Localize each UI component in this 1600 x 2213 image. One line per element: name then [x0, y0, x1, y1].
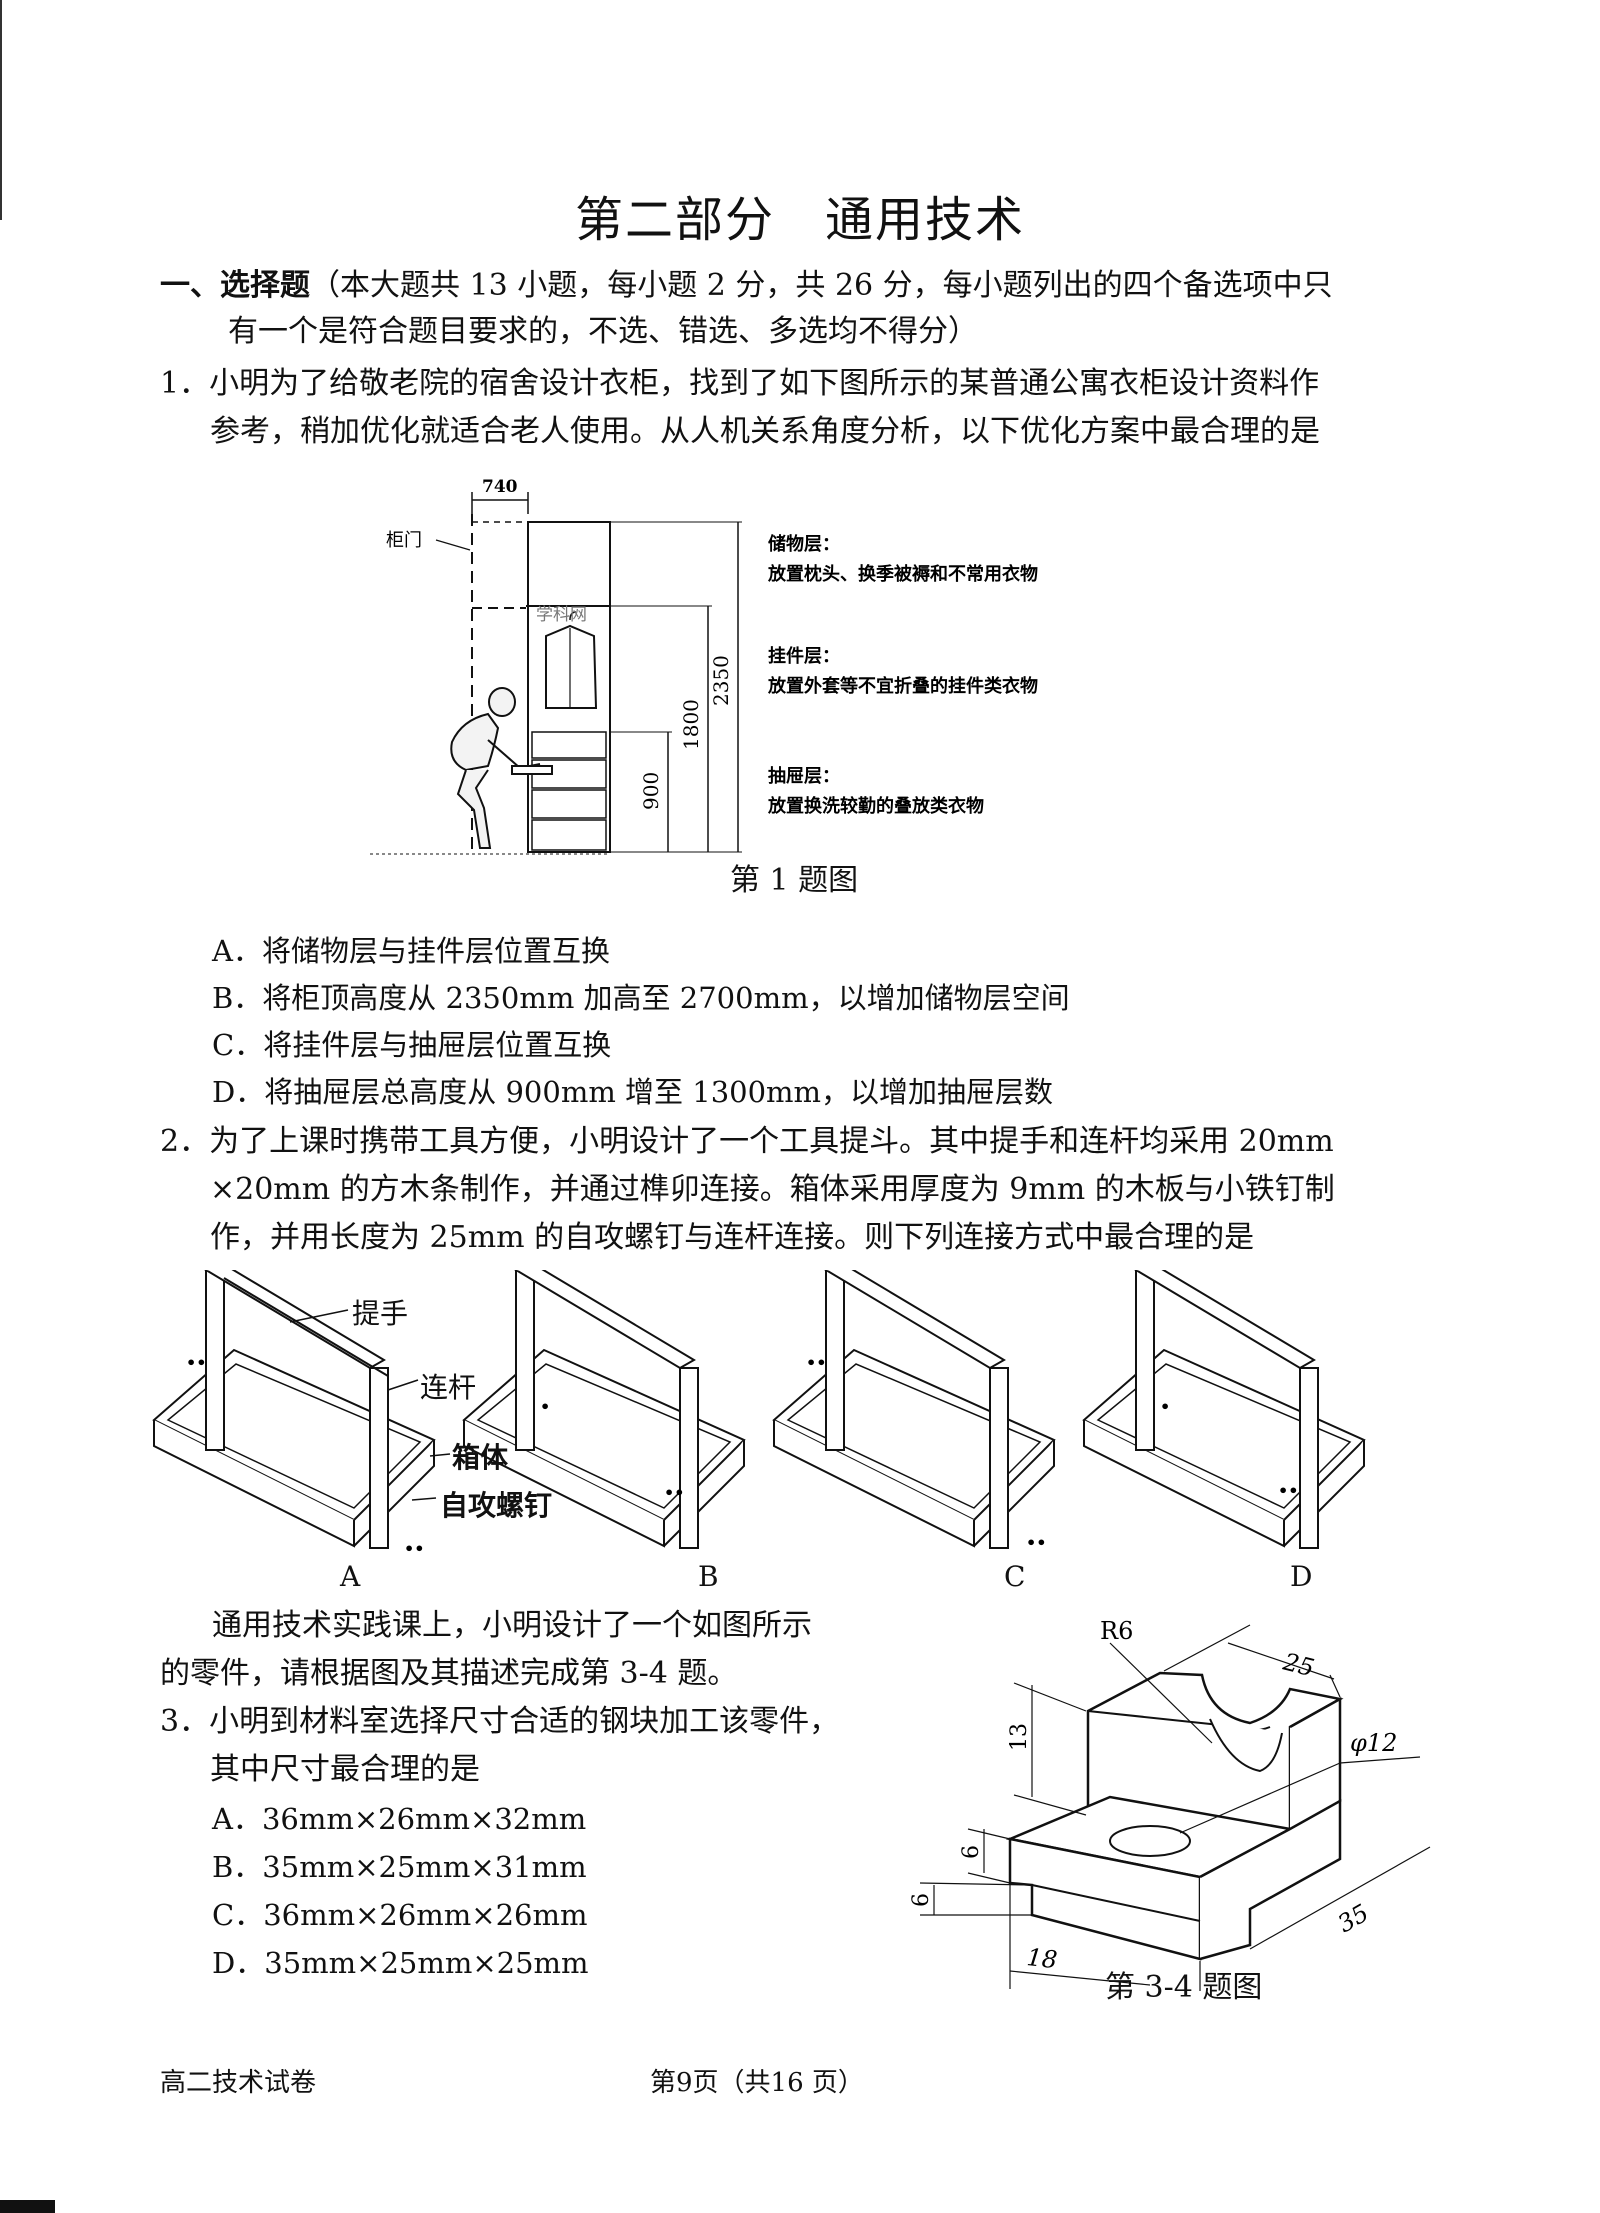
q1-figure-caption: 第 1 题图 [730, 863, 859, 898]
q1-option-d: D．将抽屉层总高度从 900mm 增至 1300mm，以增加抽屉层数 [212, 1075, 1054, 1109]
label-box: 箱体 [452, 1441, 509, 1474]
q2-stem-line3: 作，并用长度为 25mm 的自攻螺钉与连杆连接。则下列连接方式中最合理的是 [210, 1220, 1255, 1255]
q1-stem-line2: 参考，稍加优化就适合老人使用。从人机关系角度分析，以下优化方案中最合理的是 [210, 414, 1320, 449]
intro34-line2: 的零件，请根据图及其描述完成第 3-4 题。 [160, 1656, 738, 1691]
svg-text:••: •• [1278, 1481, 1298, 1500]
q1-option-a: A．将储物层与挂件层位置互换 [212, 934, 610, 968]
q1-option-c: C．将挂件层与抽屉层位置互换 [212, 1028, 612, 1062]
toolbox-d: • •• [1083, 1270, 1365, 1549]
door-label: 柜门 [386, 530, 422, 551]
dim-6-upper: 6 [959, 1845, 984, 1859]
choice-c: C [1004, 1560, 1026, 1593]
svg-text:••: •• [1026, 1533, 1046, 1552]
svg-text:•: • [1160, 1397, 1170, 1416]
hanging-layer-desc: 放置外套等不宜折叠的挂件类衣物 [767, 675, 1038, 697]
drawer-layer-desc: 放置换洗较勤的叠放类衣物 [767, 795, 984, 817]
dim-phi12: φ12 [1350, 1729, 1397, 1757]
q3-option-d: D．35mm×25mm×25mm [212, 1946, 589, 1980]
label-handle: 提手 [352, 1297, 409, 1330]
storage-layer-desc: 放置枕头、换季被褥和不常用衣物 [767, 563, 1038, 585]
intro34-line1: 通用技术实践课上，小明设计了一个如图所示 [212, 1608, 812, 1643]
label-rod: 连杆 [420, 1371, 477, 1404]
section-instructions-1: （本大题共 13 小题，每小题 2 分，共 26 分，每小题列出的四个备选项中只 [310, 268, 1333, 303]
label-screw: 自攻螺钉 [440, 1489, 553, 1522]
toolbox-a: •• •• [153, 1270, 435, 1558]
watermark-text: 学科网 [536, 605, 587, 625]
storage-layer-title: 储物层： [767, 533, 840, 555]
part-figure: R6 25 13 φ12 6 6 35 18 [910, 1617, 1431, 1991]
dim-18: 18 [1025, 1943, 1058, 1974]
section-heading-line1: 一、选择题（本大题共 13 小题，每小题 2 分，共 26 分，每小题列出的四个… [160, 262, 1333, 310]
dim-6-lower: 6 [910, 1893, 934, 1907]
person-icon [450, 687, 553, 849]
footer-exam-name: 高二技术试卷 [160, 2068, 317, 2098]
q1-stem-line1: 1．小明为了给敬老院的宿舍设计衣柜，找到了如下图所示的某普通公寓衣柜设计资料作 [160, 366, 1320, 401]
q3-option-a: A．36mm×26mm×32mm [212, 1802, 587, 1836]
drawer-layer-title: 抽屉层： [768, 765, 840, 787]
q3-stem-line2: 其中尺寸最合理的是 [210, 1752, 480, 1787]
q3-stem-line1: 3．小明到材料室选择尺寸合适的钢块加工该零件， [160, 1704, 840, 1739]
choice-d: D [1290, 1560, 1313, 1593]
dim-1800: 1800 [679, 699, 703, 750]
q1-option-b: B．将柜顶高度从 2350mm 加高至 2700mm，以增加储物层空间 [212, 981, 1070, 1015]
page-title: 第二部分 通用技术 [574, 192, 1025, 248]
footer-page-number: 第9页（共16 页） [650, 2068, 864, 2098]
q2-stem-line1: 2．为了上课时携带工具方便，小明设计了一个工具提斗。其中提手和连杆均采用 20m… [160, 1124, 1334, 1159]
q34-figure-caption: 第 3-4 题图 [1105, 1970, 1263, 2005]
svg-text:••: •• [186, 1353, 206, 1372]
toolbox-figure: •• •• • •• •• •• • •• [153, 1270, 1365, 1558]
page-corner-mark [0, 2200, 55, 2213]
dim-2350: 2350 [709, 655, 733, 706]
svg-text:•: • [540, 1397, 550, 1416]
toolbox-b: • •• [463, 1270, 745, 1549]
dim-25: 25 [1280, 1647, 1317, 1682]
dim-900: 900 [639, 772, 663, 810]
choice-b: B [698, 1560, 719, 1593]
toolbox-c: •• •• [773, 1270, 1055, 1552]
dim-13: 13 [1007, 1723, 1032, 1751]
svg-text:••: •• [404, 1539, 424, 1558]
choice-a: A [340, 1560, 361, 1593]
hanging-layer-title: 挂件层： [768, 645, 840, 667]
page-edge-rule [0, 0, 2, 220]
svg-text:••: •• [806, 1353, 826, 1372]
q3-option-b: B．35mm×25mm×31mm [212, 1850, 587, 1884]
wardrobe-figure: 740 柜门 学科网 2350 1800 900 储物层： 放置枕头、换季被褥和… [370, 477, 1038, 855]
q3-option-c: C．36mm×26mm×26mm [212, 1898, 588, 1932]
dim-740: 740 [482, 477, 518, 497]
section-heading: 一、选择题 [160, 268, 310, 303]
dim-35: 35 [1333, 1899, 1373, 1939]
section-instructions-2: 有一个是符合题目要求的，不选、错选、多选均不得分） [228, 314, 978, 349]
dim-r6: R6 [1100, 1617, 1133, 1645]
q2-stem-line2: ×20mm 的方木条制作，并通过榫卯连接。箱体采用厚度为 9mm 的木板与小铁钉… [210, 1172, 1335, 1207]
svg-text:••: •• [664, 1483, 684, 1502]
